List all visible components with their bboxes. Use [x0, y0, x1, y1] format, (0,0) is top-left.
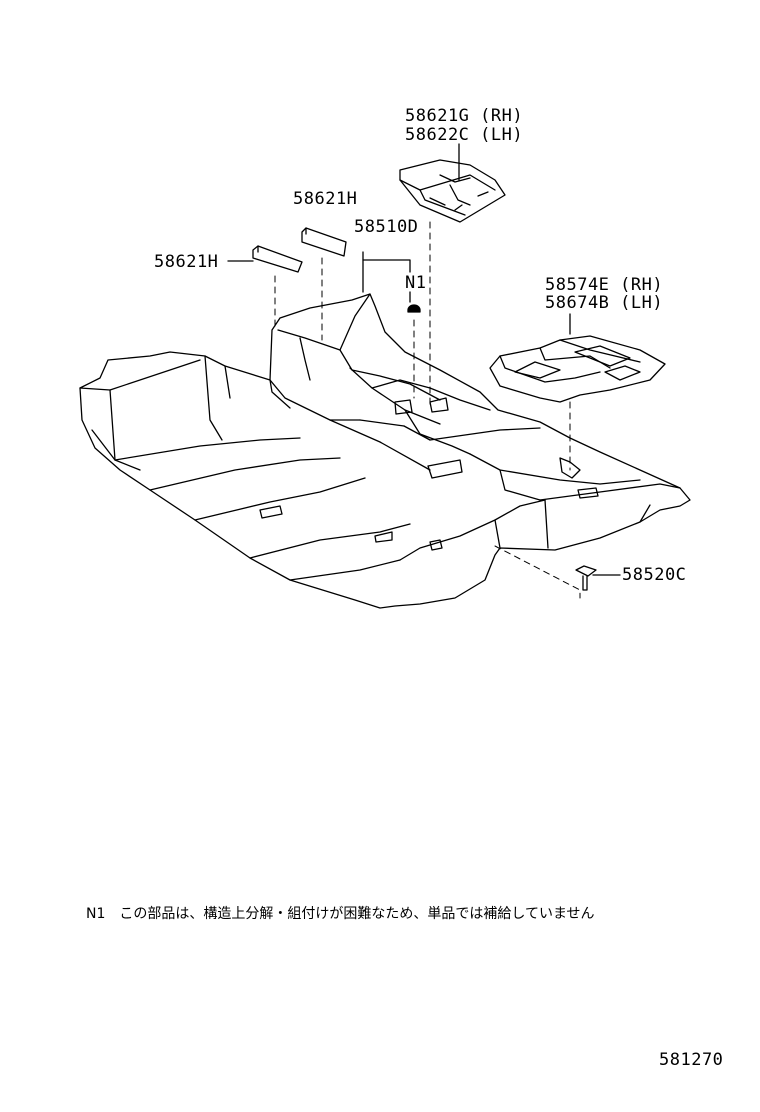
part-58510d-label: 58510D	[354, 217, 419, 237]
part-58621h-upper-label: 58621H	[293, 189, 358, 209]
part-58621g-label: 58621G (RH)	[405, 106, 524, 126]
pad-icon	[252, 227, 347, 273]
leader-lines	[227, 143, 621, 576]
footnote-id: N1	[86, 906, 106, 922]
part-58520c-label: 58520C	[622, 565, 687, 585]
part-58622c-label: 58622C (LH)	[405, 125, 524, 145]
tray-icon	[489, 335, 666, 403]
part-58674b-label: 58674B (LH)	[545, 293, 664, 313]
dashed-lines	[274, 221, 581, 599]
drawing-code: 581270	[659, 1050, 724, 1070]
part-58574e-label: 58574E (RH)	[545, 275, 664, 295]
note-ref-n1-label: N1	[405, 273, 427, 293]
footnote-text: この部品は、構造上分解・組付けが困難なため、単品では補給していません	[119, 906, 595, 922]
footnote: N1 この部品は、構造上分解・組付けが困難なため、単品では補給していません	[86, 903, 595, 923]
plug-icon	[407, 304, 421, 313]
floor-carpet-illustration	[79, 293, 691, 609]
upper-tray-illustration	[399, 159, 506, 223]
clip-icon	[575, 565, 597, 591]
part-58621h-lower-label: 58621H	[154, 252, 219, 272]
